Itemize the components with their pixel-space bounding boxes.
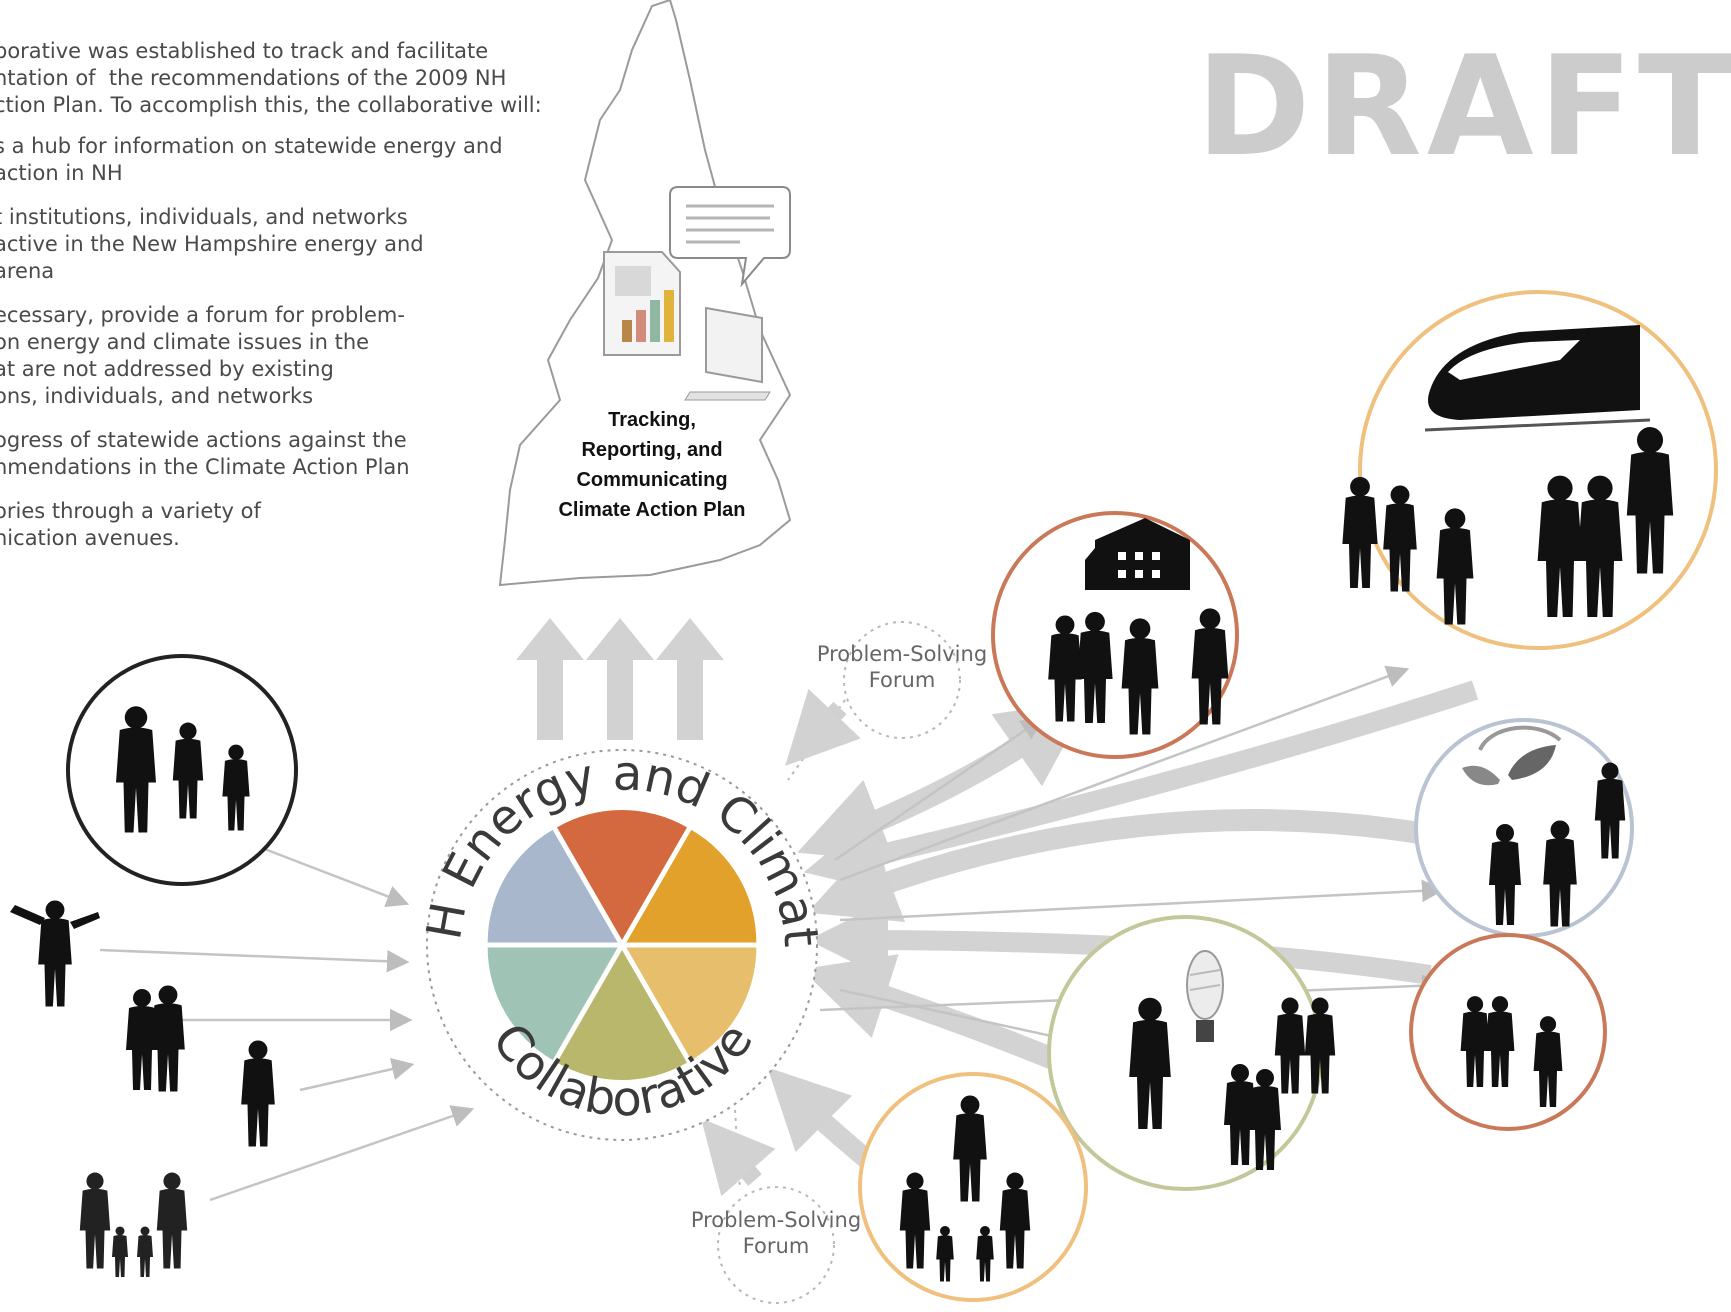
arrow-left-2	[99, 948, 410, 973]
forum-arrow-1	[785, 688, 861, 766]
intro-line: ction Plan. To accomplish this, the coll…	[0, 93, 542, 117]
wheel-wedge	[487, 947, 618, 1061]
individual-walking	[241, 1040, 275, 1147]
lightbulb-icon	[1186, 950, 1224, 1042]
group-housing	[991, 511, 1239, 759]
intro-line: ntation of the recommendations of the 20…	[0, 66, 507, 90]
intro-bullet: ories through a variety of nication aven…	[0, 499, 261, 550]
forum-top-circle	[843, 621, 961, 739]
individual-couple	[126, 985, 185, 1092]
group-transportation	[1342, 290, 1718, 650]
thin-arrow-4	[839, 988, 1075, 1048]
computer-icon	[684, 306, 771, 401]
arrow-bulb-group	[801, 954, 1085, 1081]
wheel-wedge	[557, 809, 687, 940]
intro-bullets: s a hub for information on statewide ene…	[0, 133, 634, 552]
group-small-right	[1409, 933, 1607, 1131]
forum-bottom-label: Problem-Solving Forum	[690, 1208, 862, 1258]
arrow-left-4	[299, 1058, 415, 1092]
individual-family	[79, 1172, 188, 1277]
wheel-wedge	[487, 829, 618, 943]
tracking-label: Tracking, Reporting, and Communicating C…	[558, 409, 746, 521]
intro-line: porative was established to track and fa…	[0, 39, 489, 63]
draft-watermark: DRAFT	[1196, 26, 1731, 187]
forum-bottom-circle	[717, 1186, 835, 1304]
house-icon	[1085, 518, 1190, 590]
arrow-left-5	[209, 1105, 475, 1202]
intro-bullet: ogress of statewide actions against the …	[0, 428, 410, 479]
intro-bullet: ecessary, provide a forum for problem- o…	[0, 303, 405, 408]
forum-arrow-2	[701, 1118, 776, 1197]
thin-arrow-1	[834, 717, 1044, 862]
group-family-bottom	[858, 1072, 1088, 1302]
intro-bullet: s a hub for information on statewide ene…	[0, 134, 503, 185]
thin-arrow-3	[839, 879, 1445, 922]
upward-arrows	[516, 618, 724, 740]
forum-top-label: Problem-Solving Forum	[816, 642, 988, 692]
thin-arrow-2	[839, 665, 1410, 882]
leaf-icon	[1462, 725, 1562, 786]
speech-bubble-icon	[669, 186, 791, 288]
wheel-wedge	[626, 829, 757, 943]
arrow-left-1	[261, 846, 410, 908]
wheel	[487, 809, 757, 1080]
group-environment	[1414, 718, 1634, 938]
train-icon	[1424, 325, 1651, 432]
document-icon	[603, 251, 681, 356]
wheel-wedge	[626, 947, 757, 1061]
intro-bullet: t institutions, individuals, and network…	[0, 205, 424, 283]
individuals-circle-left	[66, 654, 298, 886]
intro-text: porative was established to track and fa…	[0, 38, 634, 569]
arrow-train-group	[803, 680, 1479, 894]
group-efficiency	[1047, 915, 1336, 1191]
individual-arms-out	[10, 900, 100, 1007]
wheel-wedge	[557, 950, 687, 1080]
arrow-leaf-group	[807, 809, 1463, 922]
